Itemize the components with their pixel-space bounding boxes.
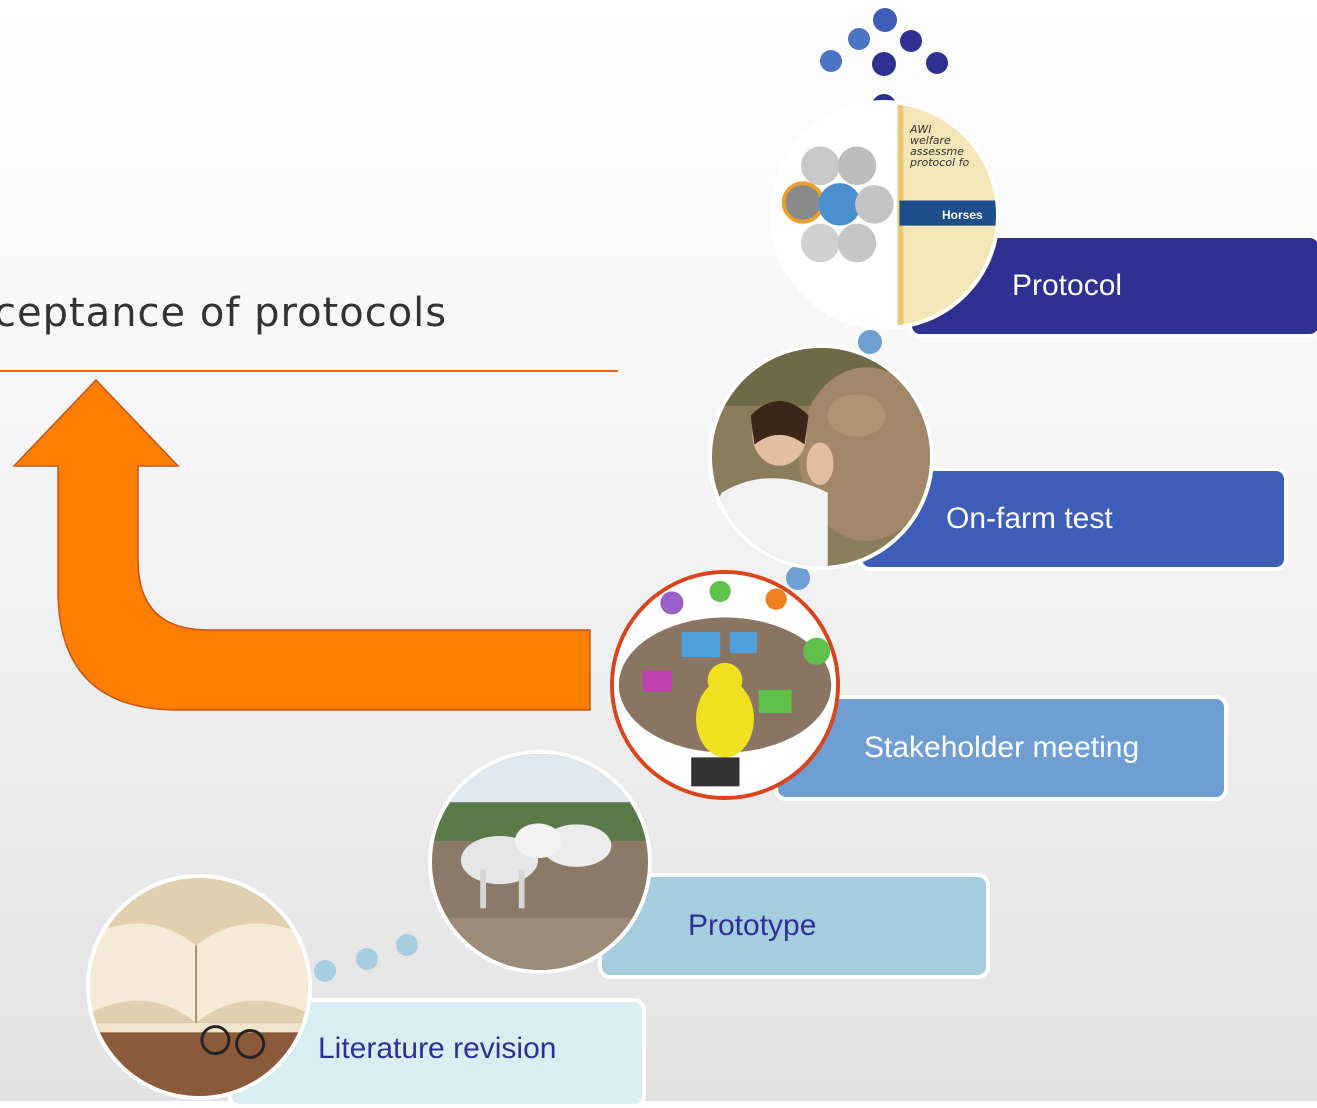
connector-dot xyxy=(873,8,897,32)
cover-text-line: welfare xyxy=(910,134,951,147)
connector-dot xyxy=(900,30,922,52)
step-box-stakeholder-meeting: Stakeholder meeting xyxy=(774,695,1228,801)
orange-up-arrow xyxy=(12,378,591,711)
connector-dot xyxy=(356,948,378,970)
step-label-stakeholder-meeting: Stakeholder meeting xyxy=(864,731,1140,764)
step-box-prototype: Prototype xyxy=(598,873,990,979)
connector-dot xyxy=(820,50,842,72)
title-underline xyxy=(0,370,618,372)
stakeholder-meeting-image xyxy=(610,570,840,800)
connector-dot xyxy=(848,28,870,50)
step-label-on-farm-test: On-farm test xyxy=(946,502,1113,535)
connector-dot xyxy=(786,566,810,590)
cover-horses-label: Horses xyxy=(942,208,983,222)
connector-dot xyxy=(926,52,948,74)
connector-dot xyxy=(858,330,882,354)
on-farm-test-image xyxy=(708,344,934,570)
connector-dot xyxy=(314,960,336,982)
prototype-image xyxy=(428,750,652,974)
step-label-prototype: Prototype xyxy=(688,909,817,942)
cover-text-line: protocol fo xyxy=(910,156,970,169)
cover-text-line: assessme xyxy=(910,145,964,158)
step-label-literature-revision: Literature revision xyxy=(318,1032,557,1065)
step-box-on-farm-test: On-farm test xyxy=(858,467,1288,571)
connector-dot xyxy=(872,52,896,76)
protocol-cover-image: AWI welfare assessme protocol fo Horses xyxy=(770,100,1000,330)
step-label-protocol: Protocol xyxy=(1012,269,1123,302)
diagram-title: ceptance of protocols xyxy=(0,290,448,336)
literature-revision-image xyxy=(86,874,312,1100)
connector-dot xyxy=(396,934,418,956)
cover-text-line: AWI xyxy=(910,123,932,136)
